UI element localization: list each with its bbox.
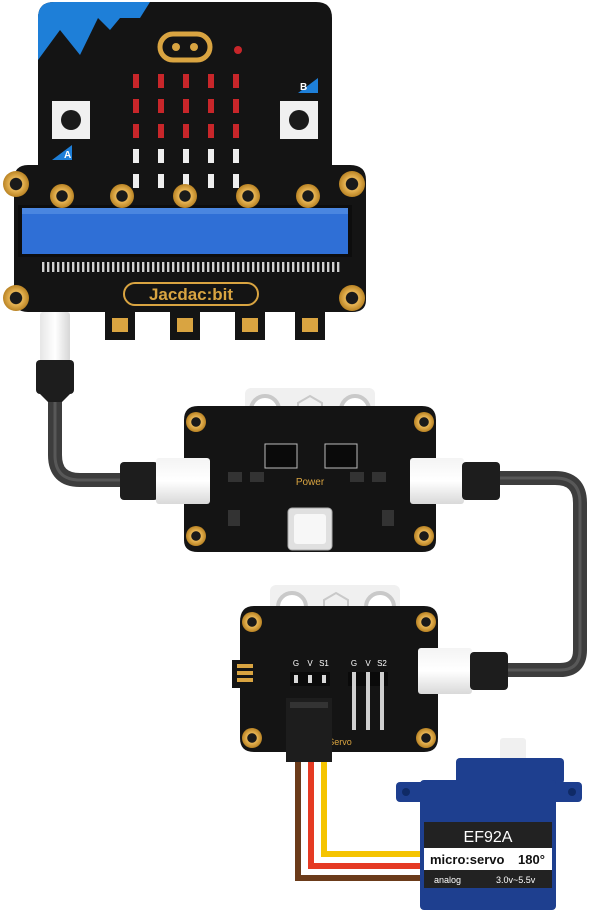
led bbox=[208, 149, 214, 163]
led bbox=[183, 149, 189, 163]
led bbox=[133, 149, 139, 163]
svg-text:S1: S1 bbox=[319, 659, 329, 668]
led bbox=[133, 174, 139, 188]
jacdac-plug-power-right bbox=[410, 458, 500, 504]
svg-text:V: V bbox=[307, 659, 313, 668]
edge-connector-pins bbox=[40, 262, 340, 272]
button-a-label: A bbox=[64, 150, 71, 161]
led bbox=[158, 99, 164, 113]
mount-hole bbox=[339, 285, 365, 311]
led bbox=[208, 124, 214, 138]
led bbox=[233, 149, 239, 163]
led bbox=[183, 74, 189, 88]
jacdac-cable-1 bbox=[48, 383, 142, 487]
svg-text:V: V bbox=[365, 659, 371, 668]
mount-hole bbox=[3, 171, 29, 197]
svg-text:S2: S2 bbox=[377, 659, 387, 668]
servo-module-label: Servo bbox=[328, 737, 352, 747]
jacdac-cable-2 bbox=[483, 471, 587, 677]
servo-header-2 bbox=[348, 672, 388, 730]
led bbox=[208, 174, 214, 188]
jacdac-plug-servo-right bbox=[418, 648, 508, 694]
led bbox=[208, 74, 214, 88]
jacdac-plug-top bbox=[36, 312, 74, 402]
microphone-icon bbox=[234, 46, 242, 54]
mount-hole bbox=[339, 171, 365, 197]
servo-wires bbox=[295, 760, 430, 881]
led bbox=[158, 149, 164, 163]
microbit-blue-corner bbox=[38, 2, 150, 60]
led bbox=[183, 124, 189, 138]
led bbox=[233, 174, 239, 188]
button-b-label: B bbox=[300, 82, 307, 93]
led bbox=[158, 174, 164, 188]
servo-connector bbox=[286, 698, 332, 762]
led bbox=[158, 74, 164, 88]
power-module-label: Power bbox=[296, 477, 325, 488]
servo-model-label: EF92A bbox=[464, 829, 513, 846]
led bbox=[183, 174, 189, 188]
led-matrix bbox=[133, 74, 239, 188]
servo-header-2-labels: G V S2 bbox=[351, 659, 388, 668]
led bbox=[233, 74, 239, 88]
led bbox=[158, 124, 164, 138]
svg-text:G: G bbox=[293, 659, 299, 668]
servo-brand-label: micro:servo bbox=[430, 852, 504, 867]
servo-module: G V S1 G V S2 Servo bbox=[232, 585, 438, 752]
power-module: Power bbox=[184, 388, 436, 552]
mount-hole bbox=[3, 285, 29, 311]
microbit-touch-logo[interactable] bbox=[157, 31, 213, 63]
servo-header-1-labels: G V S1 bbox=[293, 659, 330, 668]
led bbox=[233, 124, 239, 138]
microbit-edge-pins bbox=[50, 184, 320, 208]
servo-horn bbox=[500, 738, 526, 762]
servo-motor: EF92A micro:servo 180° analog 3.0v~5.5v bbox=[396, 738, 582, 910]
jacdac-port-pads bbox=[112, 318, 318, 332]
led bbox=[133, 99, 139, 113]
led bbox=[133, 124, 139, 138]
jacdac-bit-logo-frame bbox=[123, 282, 259, 306]
jacdac-bit-logo: Jacdac:bit bbox=[149, 285, 233, 304]
svg-text:G: G bbox=[351, 659, 357, 668]
microbit-edge-connector bbox=[22, 208, 348, 254]
servo-signal-label: analog bbox=[434, 875, 461, 885]
servo-header-1 bbox=[290, 672, 330, 686]
microbit-board: A B bbox=[22, 2, 348, 254]
led bbox=[233, 99, 239, 113]
led bbox=[133, 74, 139, 88]
servo-angle-label: 180° bbox=[518, 852, 545, 867]
jacdac-plug-power-left bbox=[120, 458, 210, 504]
led bbox=[183, 99, 189, 113]
servo-voltage-label: 3.0v~5.5v bbox=[496, 875, 536, 885]
led bbox=[208, 99, 214, 113]
